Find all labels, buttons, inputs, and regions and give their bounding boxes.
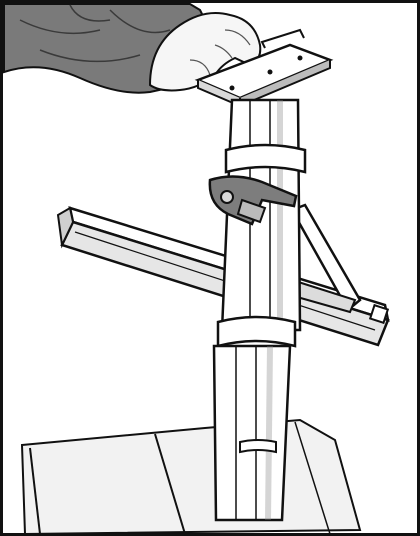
vertical-column-lower	[212, 344, 292, 522]
clamp-lever	[208, 175, 298, 226]
diagonal-brace	[288, 203, 362, 314]
collar-band	[224, 143, 307, 174]
lower-collar	[216, 315, 297, 348]
